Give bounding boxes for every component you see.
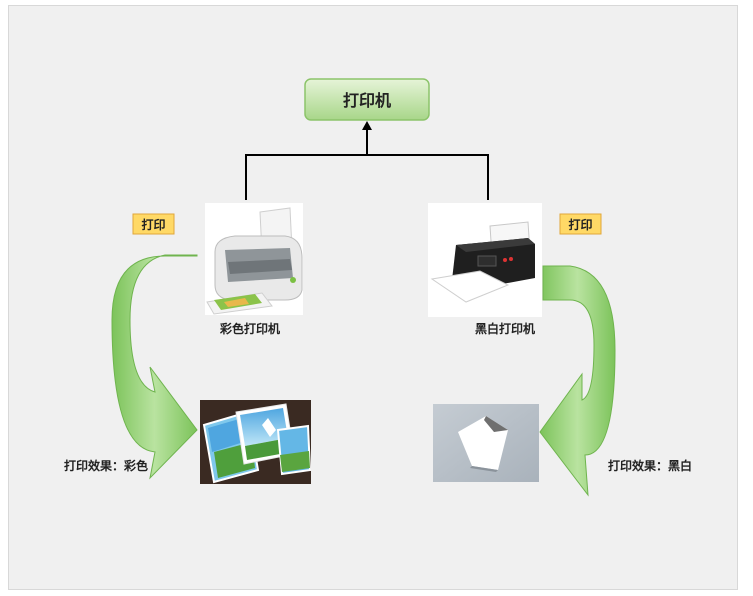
right-print-tag-box — [559, 213, 602, 235]
connector-arrowhead — [362, 121, 372, 130]
color-printer-icon — [205, 203, 303, 315]
color-result-label: 打印效果：彩色 — [64, 458, 148, 473]
bw-printer-label: 黑白打印机 — [475, 321, 535, 336]
root-node-box — [304, 78, 430, 121]
white-paper-image — [433, 404, 539, 482]
connector-branches — [245, 154, 489, 200]
root-node: 打印机 — [304, 78, 430, 121]
right-curved-arrow — [539, 265, 616, 497]
right-print-tag: 打印 — [559, 213, 602, 235]
root-node-label: 打印机 — [343, 91, 391, 110]
left-print-tag-box — [132, 213, 175, 235]
color-printer-label: 彩色打印机 — [219, 321, 280, 336]
left-print-tag-label: 打印 — [141, 217, 165, 232]
left-print-tag: 打印 — [132, 213, 175, 235]
bw-printer-icon — [428, 203, 542, 317]
connector-tree — [245, 121, 489, 200]
right-print-tag-label: 打印 — [568, 217, 592, 232]
left-curved-arrow — [111, 254, 198, 480]
bw-result-label: 打印效果：黑白 — [608, 458, 692, 473]
color-photos-image — [200, 400, 312, 484]
